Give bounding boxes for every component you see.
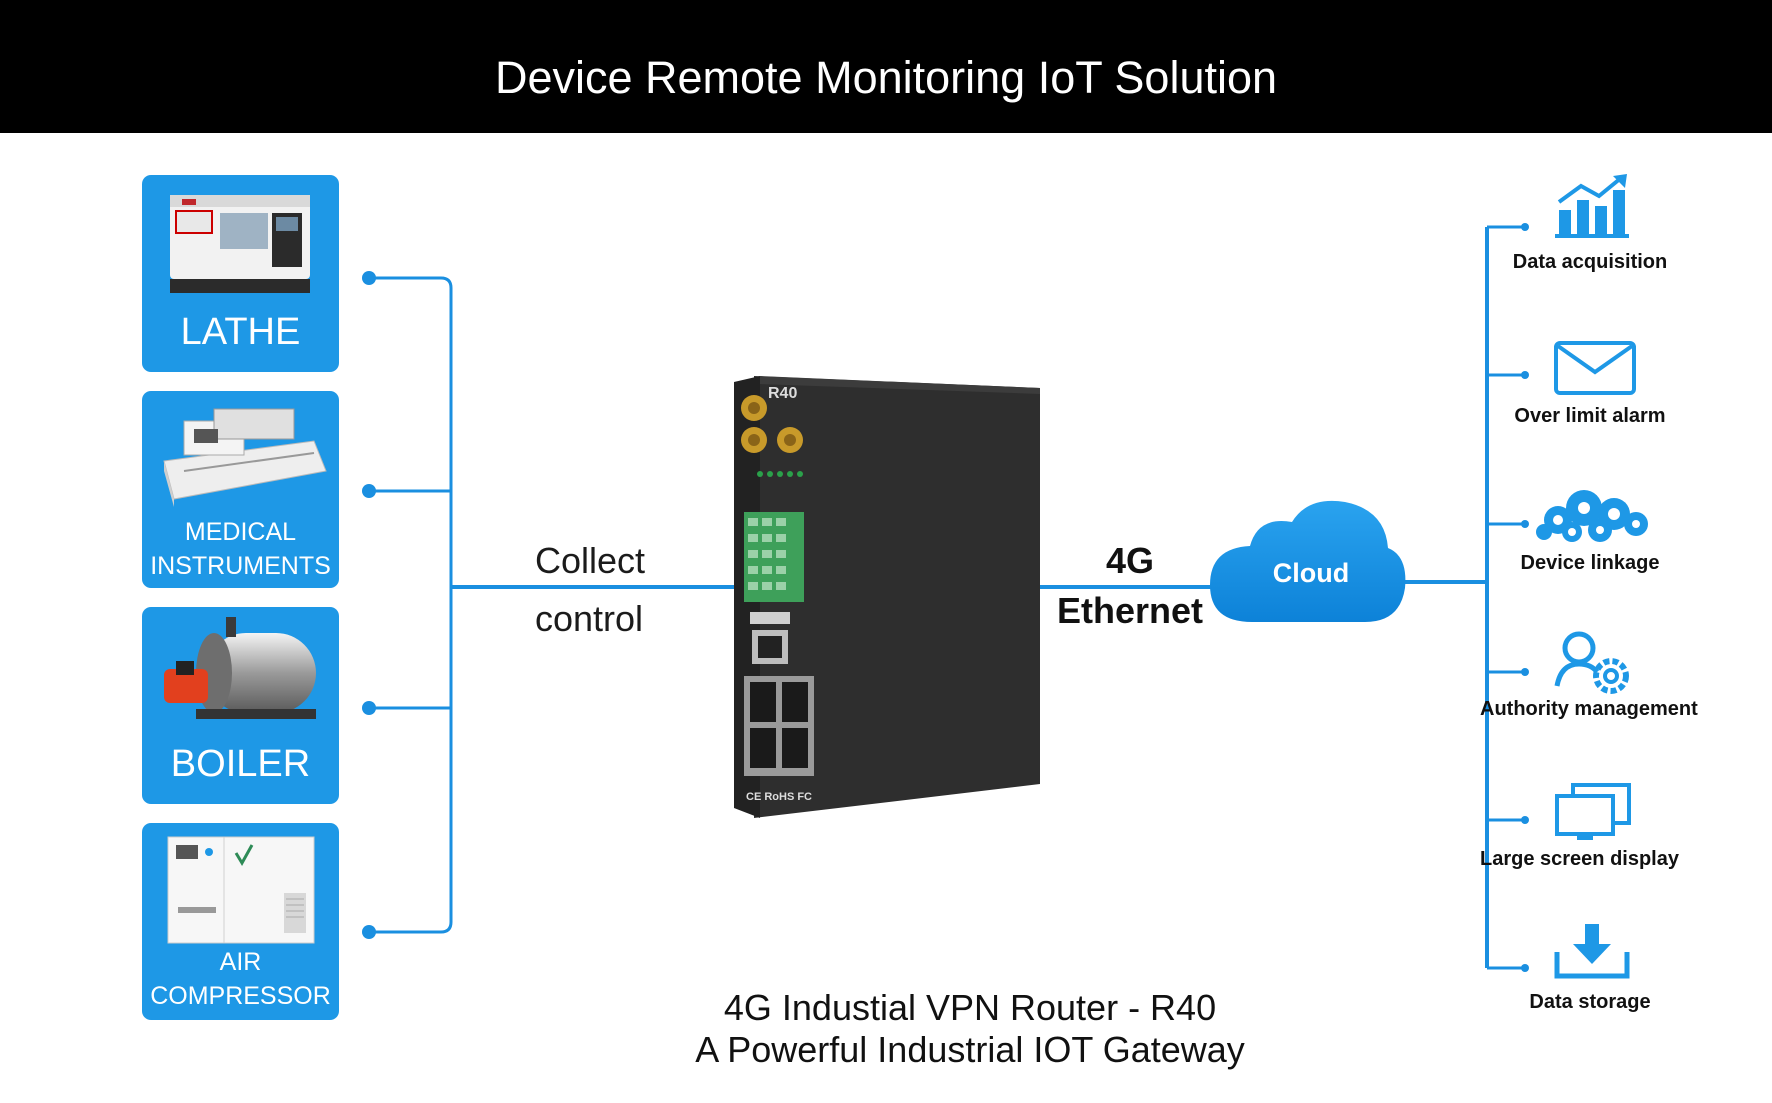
device-card-air-compressor: AIR COMPRESSOR	[142, 823, 339, 1020]
device-card-medical: MEDICAL INSTRUMENTS	[142, 391, 339, 588]
cloud-icon	[1210, 500, 1406, 622]
device-label-boiler: BOILER	[170, 743, 311, 785]
router-model-text: R40	[768, 385, 797, 402]
gears-cloud-icon	[1536, 490, 1648, 542]
download-tray-icon	[1554, 924, 1630, 979]
function-label-over-limit-alarm: Over limit alarm	[1514, 405, 1666, 427]
router-device: R40 CE RoHS FC	[734, 376, 1040, 818]
control-label: control	[535, 598, 644, 639]
cloud-label: Cloud	[1272, 558, 1350, 588]
link-ethernet-label: Ethernet	[1056, 590, 1204, 631]
device-label-medical: MEDICAL INSTRUMENTS	[150, 518, 331, 580]
boiler-icon	[164, 617, 316, 719]
caption-line1: 4G Industial VPN Router - R40	[723, 987, 1217, 1028]
router-cert-text: CE RoHS FC	[746, 791, 812, 803]
function-label-device-linkage: Device linkage	[1520, 552, 1660, 574]
envelope-icon	[1554, 341, 1636, 395]
air-compressor-icon	[167, 836, 315, 944]
function-label-data-storage: Data storage	[1529, 991, 1651, 1013]
header-bar: Device Remote Monitoring IoT Solution	[0, 0, 1772, 133]
page-title: Device Remote Monitoring IoT Solution	[494, 52, 1278, 103]
user-gear-icon	[1554, 631, 1629, 694]
function-label-data-acquisition: Data acquisition	[1512, 251, 1668, 273]
monitors-icon	[1555, 783, 1631, 840]
chart-rising-icon	[1555, 174, 1629, 238]
device-label-lathe: LATHE	[180, 311, 301, 353]
device-card-lathe: LATHE	[142, 175, 339, 372]
caption-line2: A Powerful Industrial IOT Gateway	[695, 1029, 1245, 1070]
device-card-boiler: BOILER	[142, 607, 339, 804]
medical-instrument-icon	[163, 408, 327, 507]
function-label-authority-management: Authority management	[1480, 698, 1698, 720]
lathe-icon	[170, 195, 310, 293]
link-4g-label: 4G	[1105, 540, 1155, 581]
device-label-air-compressor: AIR COMPRESSOR	[150, 948, 331, 1010]
function-label-large-screen-display: Large screen display	[1480, 848, 1679, 870]
collect-label: Collect	[535, 540, 646, 581]
